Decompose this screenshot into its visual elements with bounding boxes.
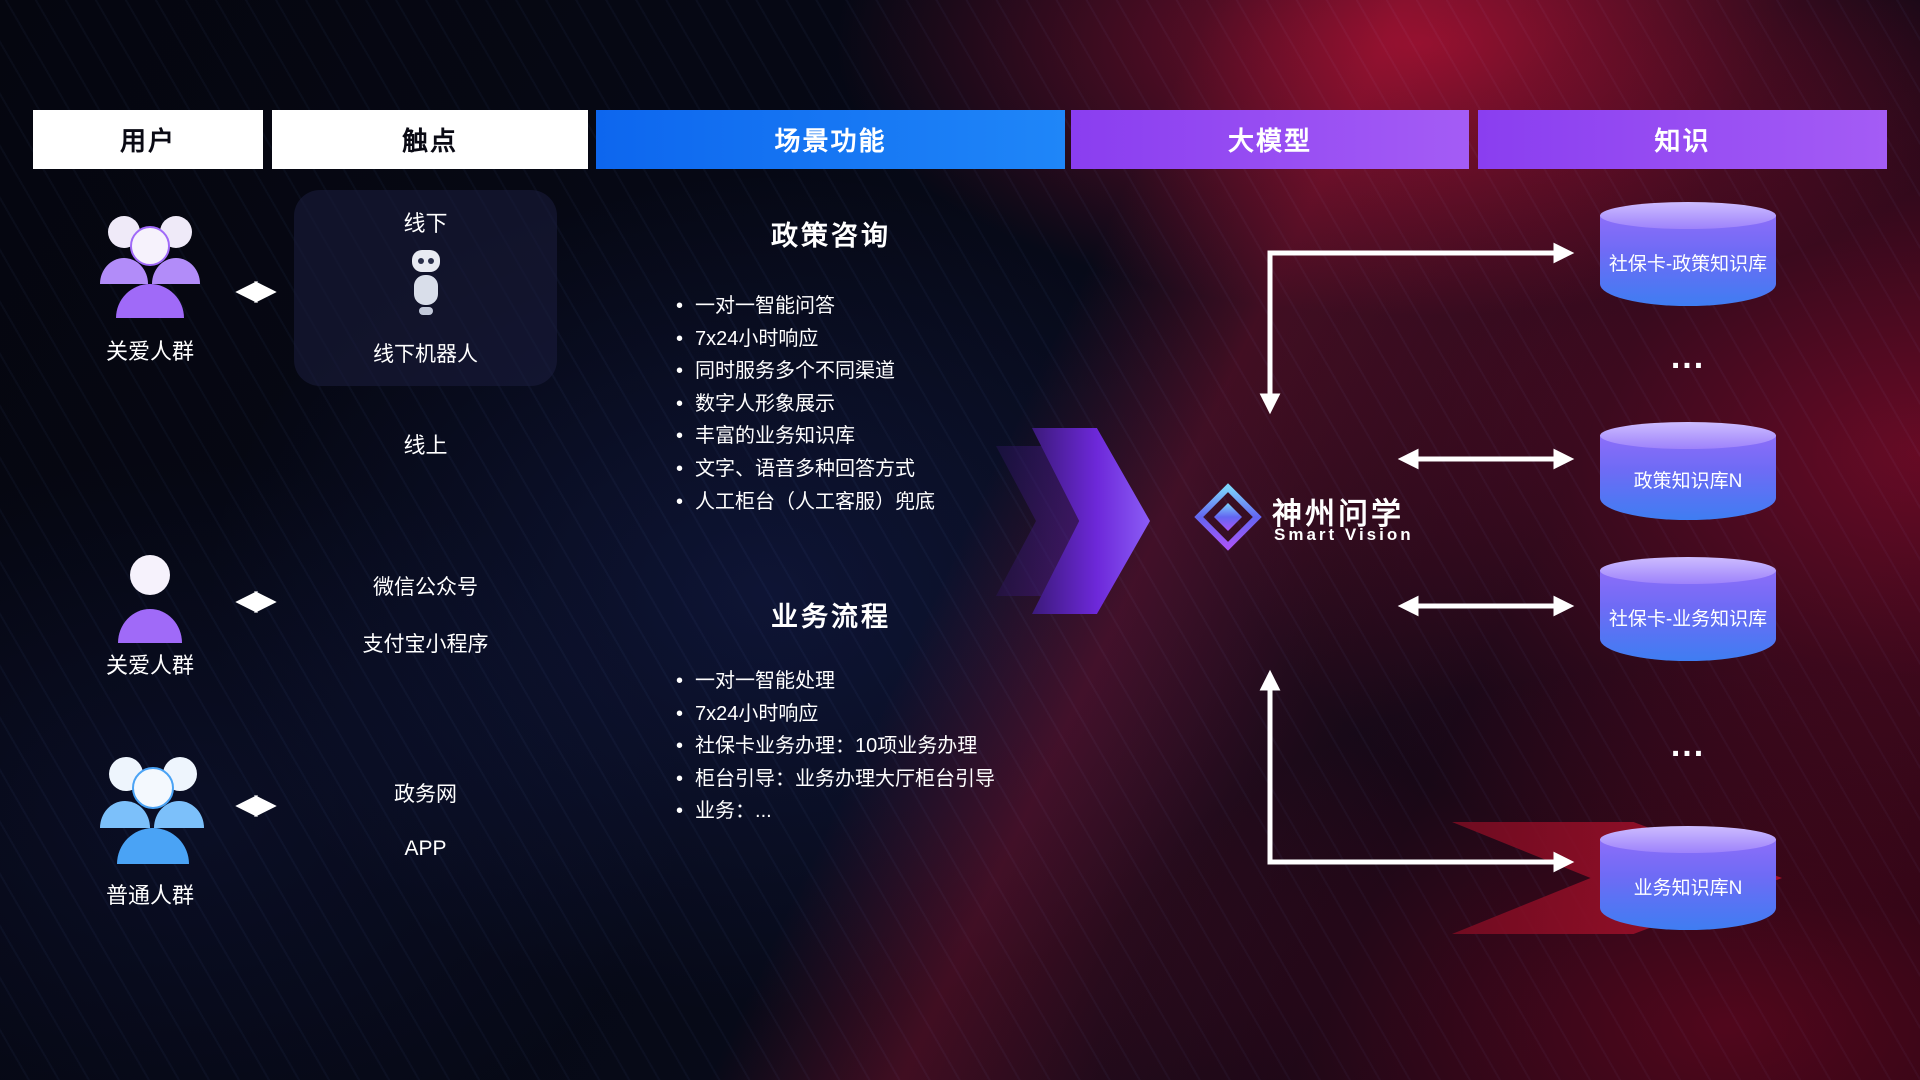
- online-title: 线上: [403, 433, 448, 458]
- robot-eye: [417, 258, 424, 264]
- robot-body: [413, 275, 438, 305]
- smart-vision-logo-icon: [1194, 483, 1262, 551]
- policy-bullet: 文字、语音多种回答方式: [676, 453, 1106, 486]
- business-bullet: 7x24小时响应: [676, 698, 1106, 731]
- kb-cylinder-shebao-policy: 社保卡-政策知识库: [1600, 202, 1776, 306]
- group-body-front: [117, 828, 189, 864]
- policy-bullet: 数字人形象展示: [676, 388, 1106, 421]
- cylinder-top: [1600, 422, 1776, 449]
- kb-ellipsis-2: ...: [1670, 726, 1706, 764]
- cylinder-body: [1600, 435, 1776, 520]
- policy-bullet: 同时服务多个不同渠道: [676, 355, 1106, 388]
- group-body: [100, 801, 150, 828]
- person-head: [130, 555, 170, 595]
- business-bullet: 业务：...: [676, 795, 1106, 828]
- business-bullet: 一对一智能处理: [676, 665, 1106, 698]
- cylinder-top: [1600, 557, 1776, 584]
- kb-label: 社保卡-业务知识库: [1608, 609, 1768, 630]
- cylinder-top: [1600, 826, 1776, 853]
- business-bullet: 社保卡业务办理：10项业务办理: [676, 730, 1106, 763]
- logo-inner-diamond: [1213, 502, 1243, 532]
- column-header-knowledge: 知识: [1478, 110, 1887, 169]
- robot-icon: [411, 250, 440, 315]
- business-bullet-list: 一对一智能处理 7x24小时响应 社保卡业务办理：10项业务办理 柜台引导：业务…: [676, 665, 1106, 828]
- column-header-users: 用户: [33, 110, 263, 169]
- group-head-front: [132, 767, 174, 809]
- kb-cylinder-business-n: 业务知识库N: [1600, 826, 1776, 930]
- robot-head: [411, 250, 440, 272]
- user-label-care-2: 关爱人群: [105, 653, 194, 678]
- offline-touchpoint-panel: 线下 线下机器人: [294, 190, 557, 386]
- policy-bullet: 7x24小时响应: [676, 323, 1106, 356]
- user-group-icon-care: [100, 216, 200, 318]
- user-label-general: 普通人群: [105, 883, 194, 908]
- person-body: [118, 609, 182, 643]
- offline-title: 线下: [403, 211, 448, 236]
- column-header-scenarios: 场景功能: [596, 110, 1065, 169]
- group-head-front: [130, 226, 170, 266]
- kb-cylinder-shebao-business: 社保卡-业务知识库: [1600, 557, 1776, 661]
- channel-gov-web: 政务网: [394, 783, 457, 806]
- kb-ellipsis-1: ...: [1670, 338, 1706, 376]
- user-label-care-1: 关爱人群: [105, 339, 194, 364]
- group-body: [154, 801, 204, 828]
- kb-label: 政策知识库N: [1633, 471, 1743, 492]
- group-body: [100, 258, 148, 284]
- policy-bullet: 人工柜台（人工客服）兜底: [676, 486, 1106, 519]
- policy-bullet: 一对一智能问答: [676, 290, 1106, 323]
- cylinder-body: [1600, 570, 1776, 661]
- policy-bullet: 丰富的业务知识库: [676, 420, 1106, 453]
- channel-alipay: 支付宝小程序: [362, 633, 489, 656]
- kb-cylinder-policy-n: 政策知识库N: [1600, 422, 1776, 520]
- kb-label: 业务知识库N: [1633, 878, 1743, 899]
- offline-robot-label: 线下机器人: [373, 343, 478, 366]
- user-person-icon-care: [118, 555, 182, 643]
- policy-bullet-list: 一对一智能问答 7x24小时响应 同时服务多个不同渠道 数字人形象展示 丰富的业…: [676, 290, 1106, 518]
- robot-eye: [427, 258, 434, 264]
- model-subtitle: Smart Vision: [1274, 525, 1414, 544]
- column-header-touchpoints: 触点: [272, 110, 588, 169]
- business-section-title: 业务流程: [771, 602, 891, 632]
- kb-label: 社保卡-政策知识库: [1608, 254, 1768, 275]
- robot-base: [418, 307, 433, 315]
- channel-wechat: 微信公众号: [373, 576, 478, 599]
- policy-section-title: 政策咨询: [771, 221, 891, 251]
- business-bullet: 柜台引导：业务办理大厅柜台引导: [676, 763, 1106, 796]
- column-header-model: 大模型: [1071, 110, 1469, 169]
- cylinder-body: [1600, 839, 1776, 930]
- logo-outer-diamond: [1194, 483, 1262, 551]
- group-body: [152, 258, 200, 284]
- user-group-icon-general: [100, 757, 204, 864]
- channel-app: APP: [404, 837, 447, 860]
- cylinder-top: [1600, 202, 1776, 229]
- group-body-front: [116, 284, 184, 318]
- cylinder-body: [1600, 215, 1776, 306]
- model-name: 神州问学: [1272, 498, 1404, 531]
